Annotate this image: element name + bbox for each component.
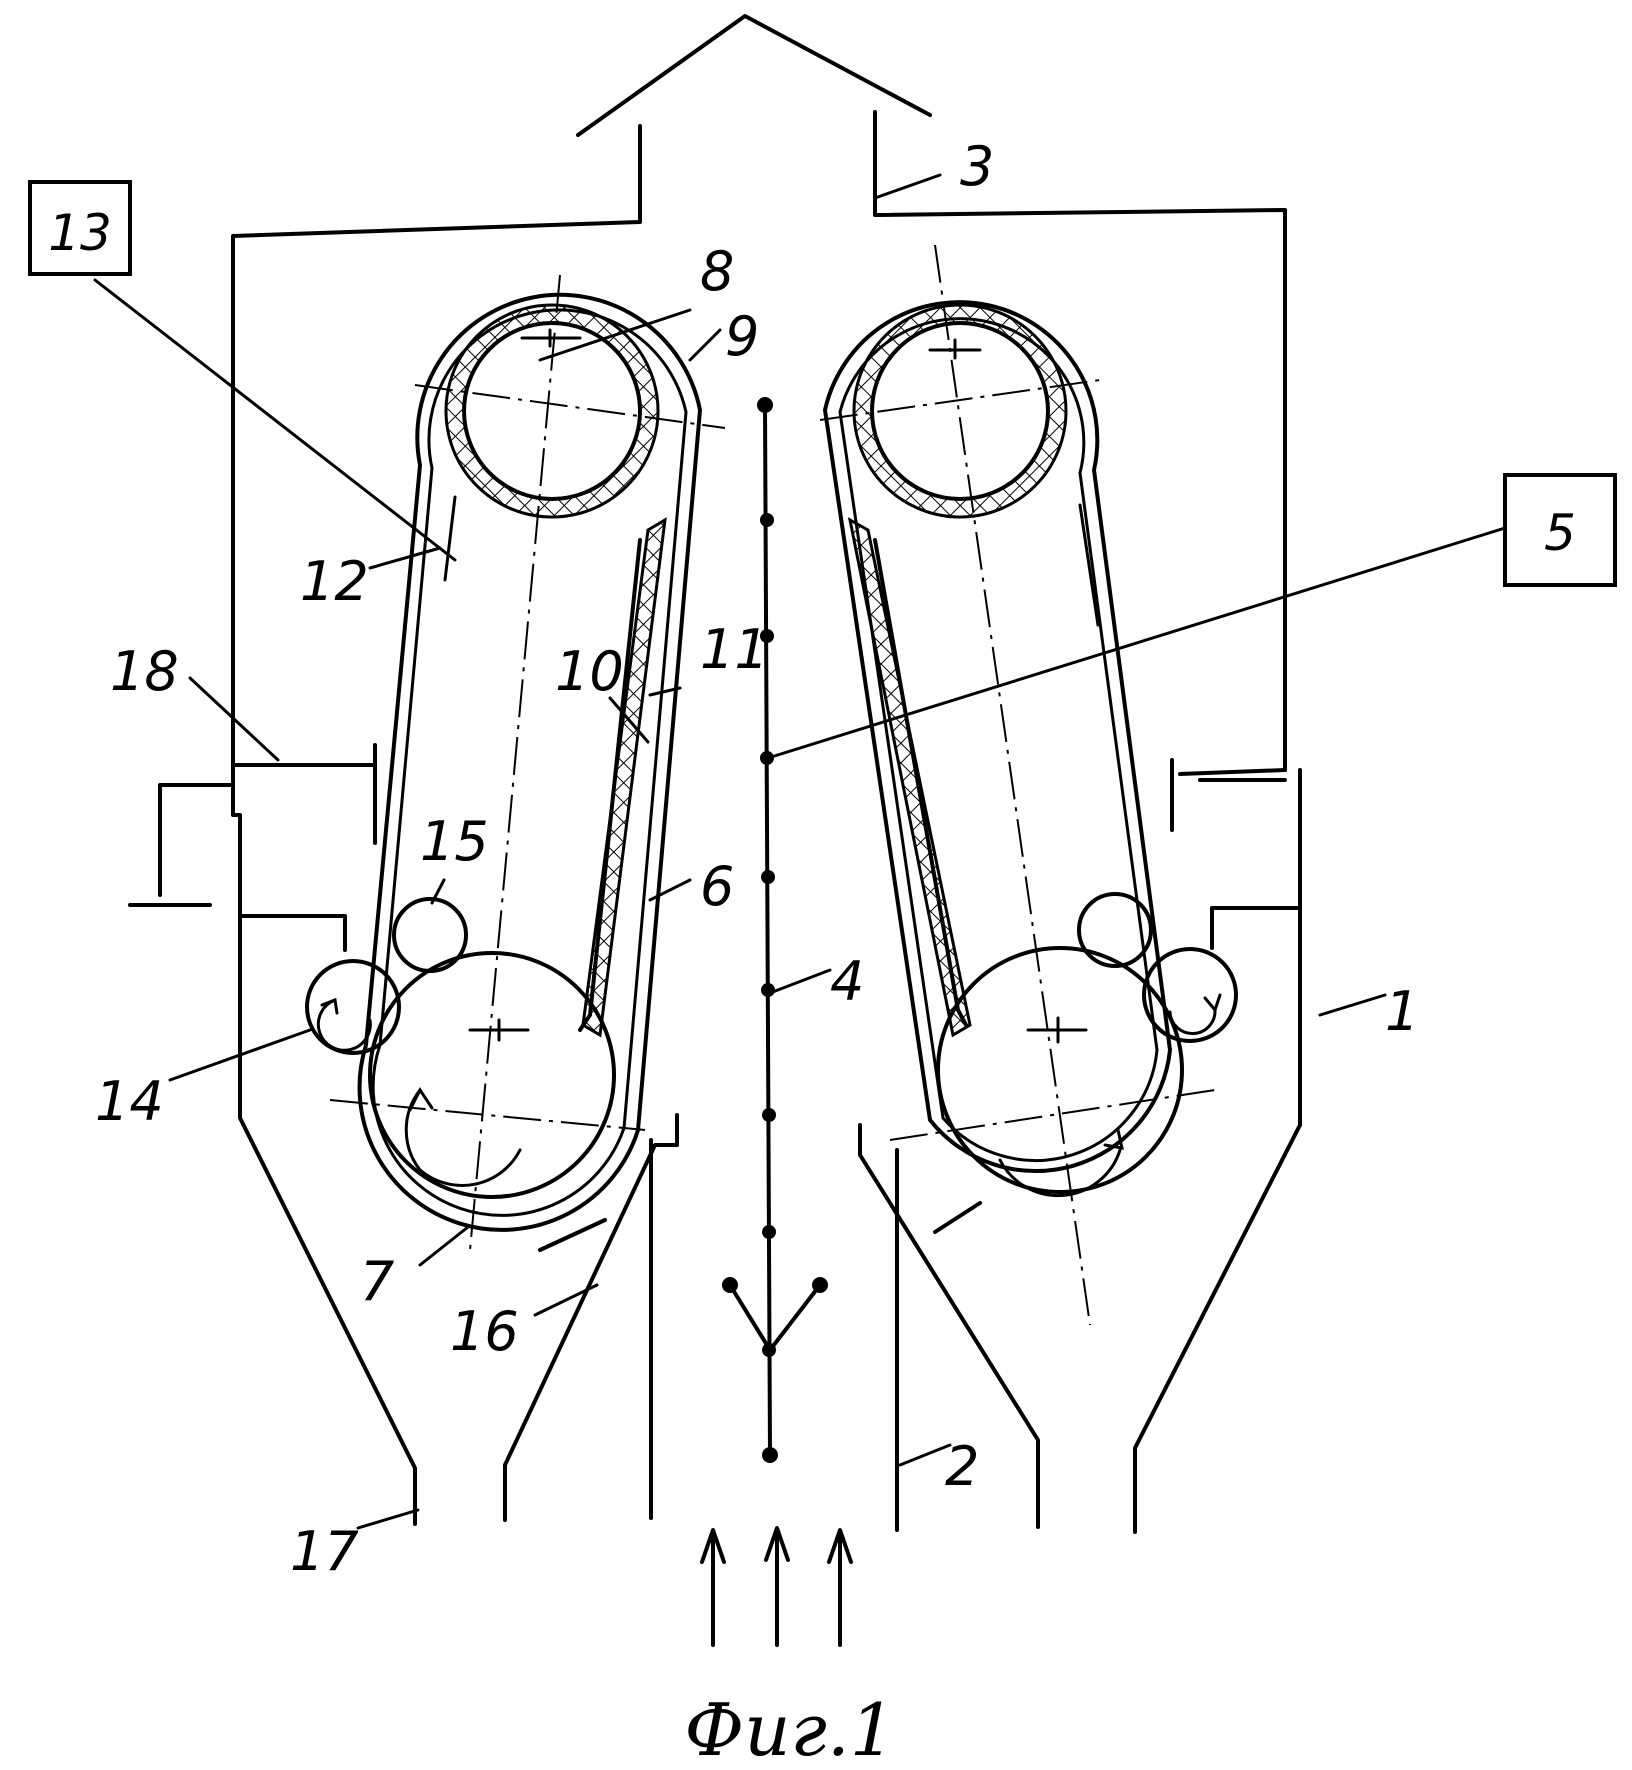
label-12: 12 (300, 550, 369, 613)
outlet-hood (578, 16, 930, 135)
left-upper-drum (464, 323, 640, 499)
label-16: 16 (450, 1300, 519, 1363)
left-roller-14 (307, 961, 399, 1053)
label-7: 7 (360, 1250, 394, 1313)
label-8: 8 (700, 240, 734, 303)
left-lower-drum (370, 953, 614, 1197)
label-13: 13 (48, 204, 112, 262)
left-filter-unit (307, 275, 725, 1250)
left-roller-15 (394, 899, 466, 971)
label-1: 1 (1385, 980, 1419, 1043)
label-14: 14 (95, 1070, 164, 1133)
label-6: 6 (700, 855, 734, 918)
label-9: 9 (725, 305, 759, 368)
right-filter-panel-11 (850, 520, 970, 1035)
label-18: 18 (110, 640, 179, 703)
label-17: 17 (290, 1520, 359, 1583)
label-11: 11 (700, 618, 769, 681)
label-5: 5 (1544, 504, 1576, 562)
label-4: 4 (830, 950, 864, 1013)
label-2: 2 (945, 1435, 979, 1498)
figure-caption: Фиг.1 (684, 1688, 895, 1770)
label-10: 10 (555, 640, 624, 703)
central-electrode (722, 397, 828, 1463)
inlet-arrows (702, 1528, 851, 1645)
leader-lines (95, 175, 1505, 1528)
label-3: 3 (960, 135, 994, 198)
label-15: 15 (420, 810, 489, 873)
leader-13 (95, 280, 455, 560)
